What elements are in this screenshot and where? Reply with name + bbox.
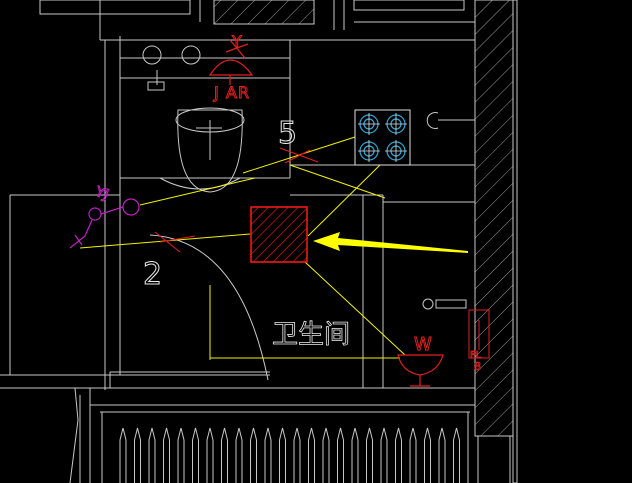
leader-number-5: 5	[278, 116, 297, 151]
magenta-label-yj: YJ	[92, 184, 110, 204]
toilet-fixture[interactable]	[142, 45, 245, 193]
grating-bar	[206, 427, 214, 483]
grating-bar	[279, 427, 286, 483]
grating-bar	[395, 427, 402, 483]
grating-bar	[250, 427, 257, 483]
shower-label-r: R	[238, 83, 249, 102]
grating-bar	[148, 427, 156, 483]
room-label: 卫生间	[272, 320, 350, 350]
room-partitions	[0, 36, 475, 483]
grating-bar	[264, 427, 272, 483]
wall-valve	[422, 112, 475, 310]
highlighted-equipment-block[interactable]	[250, 206, 308, 263]
grating-bar	[351, 427, 359, 483]
shower-label-a: A	[226, 83, 237, 102]
grating-bar	[134, 427, 141, 483]
grating-bar	[192, 427, 199, 483]
grating-bar	[337, 427, 344, 483]
hatched-wall-right	[474, 0, 518, 483]
bottom-grating	[119, 427, 460, 483]
grating-bar	[177, 427, 185, 483]
grating-bar	[235, 427, 243, 483]
shower-label-y: Y	[231, 32, 242, 51]
magenta-fixture[interactable]	[69, 198, 140, 249]
grating-bar	[380, 427, 388, 483]
grating-bar	[438, 427, 446, 483]
floor-drain-icon[interactable]	[397, 354, 444, 387]
panel-label-8: 8	[474, 360, 481, 373]
grating-bar	[163, 427, 170, 483]
grating-bar	[409, 427, 417, 483]
tick-marks	[154, 147, 319, 253]
shower-head-icon[interactable]	[208, 39, 254, 85]
grating-bar	[322, 427, 330, 483]
grating-bar	[308, 427, 315, 483]
leader-number-2: 2	[143, 257, 162, 292]
drain-label-w: W	[414, 334, 432, 355]
grating-bar	[424, 427, 431, 483]
grating-bar	[366, 427, 373, 483]
grating-bar	[119, 427, 127, 483]
grating-bar	[293, 427, 301, 483]
shower-label-j: J	[213, 83, 219, 102]
four-circle-diffuser-icon[interactable]	[354, 109, 411, 166]
panel-label-fl: FL	[470, 350, 482, 361]
top-walls	[39, 0, 475, 41]
grating-bar	[453, 427, 460, 483]
red-side-panel	[468, 309, 490, 359]
left-arrow-icon	[313, 232, 468, 253]
leader-lines	[79, 136, 406, 359]
grating-bar	[221, 427, 228, 483]
